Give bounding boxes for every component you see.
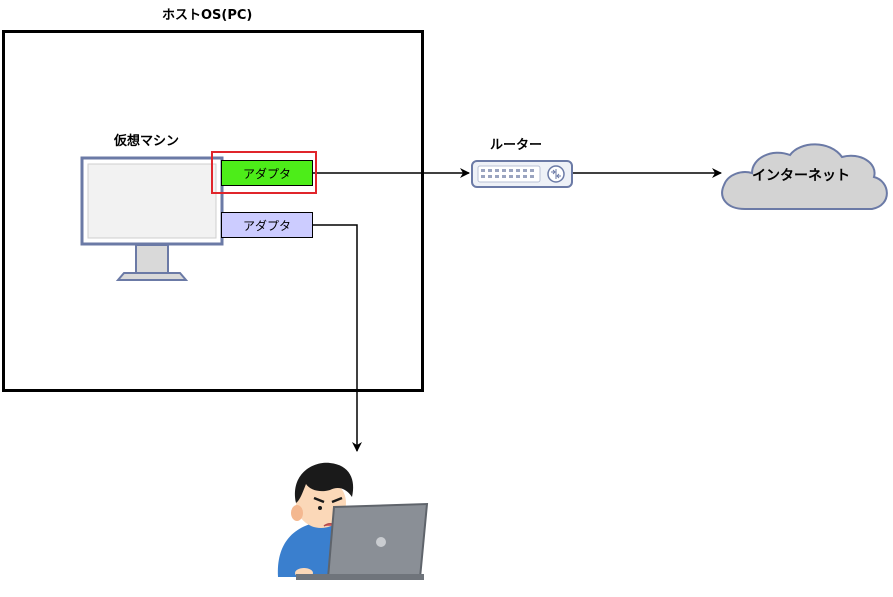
cloud-icon[interactable] xyxy=(721,143,888,210)
internet-label: インターネット xyxy=(752,168,850,184)
vm-label: 仮想マシン xyxy=(114,134,180,149)
adapter-2-box[interactable]: アダプタ xyxy=(221,212,313,238)
router-icon[interactable] xyxy=(471,160,573,188)
host-os-label: ホストOS(PC) xyxy=(162,8,253,23)
router-label: ルーター xyxy=(490,138,543,153)
host-os-box[interactable] xyxy=(2,30,424,392)
adapter-1-box[interactable]: アダプタ xyxy=(221,160,313,186)
monitor-icon[interactable] xyxy=(80,156,224,281)
adapter-1-label: アダプタ xyxy=(242,166,291,181)
adapter-1-highlight xyxy=(211,151,317,194)
adapter-2-label: アダプタ xyxy=(242,218,291,233)
person-with-laptop-icon xyxy=(277,462,429,580)
adapter-to-user-connector xyxy=(313,224,362,452)
